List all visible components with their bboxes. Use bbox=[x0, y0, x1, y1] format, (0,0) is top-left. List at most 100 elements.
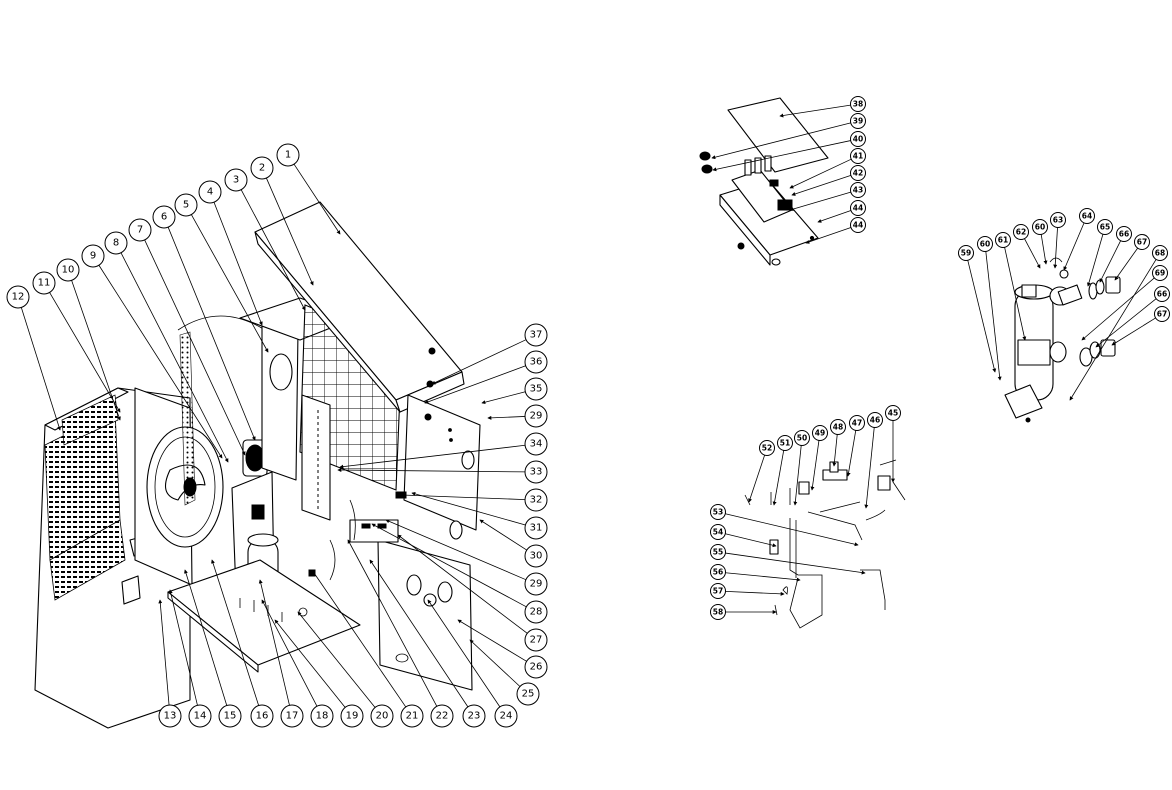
leader-line bbox=[1053, 227, 1058, 269]
callout-label: 54 bbox=[713, 528, 723, 537]
leader-line bbox=[261, 599, 318, 707]
callout-label: 28 bbox=[530, 607, 543, 618]
leader-line bbox=[1004, 247, 1027, 341]
callout-56: 56 bbox=[710, 564, 726, 580]
callout-1: 1 bbox=[276, 143, 300, 167]
leader-line bbox=[1087, 234, 1104, 287]
leader-line bbox=[1069, 259, 1157, 401]
callout-45: 45 bbox=[885, 405, 901, 421]
leader-line bbox=[427, 599, 501, 708]
callout-label: 12 bbox=[12, 292, 25, 303]
callout-label: 19 bbox=[346, 711, 359, 722]
callout-label: 4 bbox=[207, 187, 213, 198]
callout-63: 63 bbox=[1050, 212, 1066, 228]
leader-line bbox=[725, 513, 859, 547]
leader-line bbox=[1095, 298, 1157, 348]
callout-8: 8 bbox=[104, 231, 128, 255]
leader-line bbox=[864, 427, 875, 509]
callout-label: 14 bbox=[194, 711, 207, 722]
callout-21: 21 bbox=[400, 704, 424, 728]
callout-60: 60 bbox=[977, 236, 993, 252]
callout-58: 58 bbox=[710, 604, 726, 620]
callout-19: 19 bbox=[340, 704, 364, 728]
leader-line bbox=[98, 265, 223, 459]
callout-51: 51 bbox=[777, 435, 793, 451]
callout-57: 57 bbox=[710, 583, 726, 599]
callout-label: 25 bbox=[522, 689, 535, 700]
callout-20: 20 bbox=[370, 704, 394, 728]
callout-label: 62 bbox=[1016, 228, 1026, 237]
heat-exchanger-assembly bbox=[1004, 257, 1121, 423]
leader-line bbox=[144, 239, 246, 456]
callout-12: 12 bbox=[6, 285, 30, 309]
callout-32: 32 bbox=[524, 488, 548, 512]
leader-line bbox=[779, 104, 851, 118]
side-panel-part bbox=[403, 394, 481, 540]
callout-16: 16 bbox=[250, 704, 274, 728]
callout-7: 7 bbox=[128, 218, 152, 242]
callout-43: 43 bbox=[850, 182, 866, 198]
callout-60: 60 bbox=[1032, 219, 1048, 235]
callout-label: 48 bbox=[833, 423, 843, 432]
leader-line bbox=[791, 174, 852, 196]
callout-29: 29 bbox=[524, 404, 548, 428]
callout-label: 3 bbox=[233, 175, 239, 186]
callout-label: 33 bbox=[530, 467, 543, 478]
leader-line bbox=[1040, 234, 1048, 265]
leader-line bbox=[347, 539, 438, 707]
callout-36: 36 bbox=[524, 350, 548, 374]
callout-label: 26 bbox=[530, 662, 543, 673]
callout-65: 65 bbox=[1097, 219, 1113, 235]
callout-35: 35 bbox=[524, 377, 548, 401]
leader-line bbox=[371, 523, 527, 608]
leader-line bbox=[967, 260, 997, 373]
callout-label: 51 bbox=[780, 439, 790, 448]
leader-line bbox=[725, 590, 785, 596]
callout-label: 2 bbox=[259, 163, 265, 174]
callout-label: 42 bbox=[853, 169, 863, 178]
callout-53: 53 bbox=[710, 504, 726, 520]
callout-label: 21 bbox=[406, 711, 419, 722]
callout-label: 36 bbox=[530, 357, 543, 368]
leader-line bbox=[793, 445, 802, 506]
leader-line bbox=[479, 519, 527, 551]
leader-line bbox=[411, 491, 526, 526]
leader-line bbox=[431, 339, 527, 385]
callout-46: 46 bbox=[867, 412, 883, 428]
top-cover-part bbox=[254, 201, 465, 413]
callout-55: 55 bbox=[710, 544, 726, 560]
callout-label: 47 bbox=[852, 419, 862, 428]
callout-label: 63 bbox=[1053, 216, 1063, 225]
callout-label: 37 bbox=[530, 330, 543, 341]
leader-line bbox=[810, 440, 820, 491]
leader-line bbox=[401, 493, 526, 500]
callout-42: 42 bbox=[850, 165, 866, 181]
callout-69: 69 bbox=[1152, 265, 1168, 281]
callout-5: 5 bbox=[174, 193, 198, 217]
callout-49: 49 bbox=[812, 425, 828, 441]
leader-line bbox=[20, 307, 61, 431]
callout-24: 24 bbox=[494, 704, 518, 728]
callout-label: 18 bbox=[316, 711, 329, 722]
callout-label: 8 bbox=[113, 238, 119, 249]
leader-line bbox=[240, 189, 306, 311]
callout-label: 1 bbox=[285, 150, 291, 161]
callout-label: 60 bbox=[980, 240, 990, 249]
leader-line bbox=[1024, 238, 1041, 269]
leader-line bbox=[725, 552, 866, 575]
callout-10: 10 bbox=[56, 258, 80, 282]
callout-label: 9 bbox=[90, 251, 96, 262]
main-unit-assembly bbox=[34, 201, 481, 729]
callout-64: 64 bbox=[1079, 208, 1095, 224]
leader-line bbox=[832, 434, 838, 467]
leader-line bbox=[712, 140, 851, 172]
callout-label: 56 bbox=[713, 568, 723, 577]
callout-4: 4 bbox=[198, 180, 222, 204]
callout-41: 41 bbox=[850, 148, 866, 164]
callout-39: 39 bbox=[850, 113, 866, 129]
callout-52: 52 bbox=[759, 440, 775, 456]
leader-line bbox=[817, 210, 852, 223]
callout-3: 3 bbox=[224, 168, 248, 192]
callout-44: 44 bbox=[850, 200, 866, 216]
